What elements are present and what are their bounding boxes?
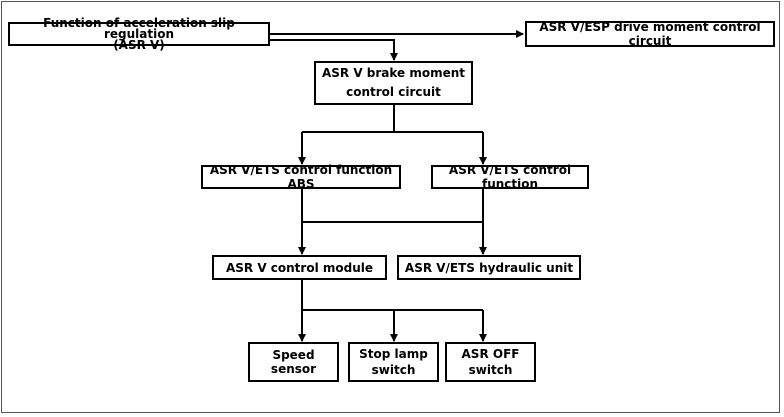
node-asr-off: ASR OFF switch bbox=[445, 342, 536, 382]
node-label: switch bbox=[468, 363, 513, 377]
node-label: (ASR V) bbox=[113, 37, 165, 52]
node-label: ASR V/ETS control function ABS bbox=[209, 163, 393, 191]
node-label: Function of acceleration slip regulation bbox=[43, 15, 235, 41]
node-function-asr: Function of acceleration slip regulation… bbox=[8, 17, 270, 51]
node-brake-moment: ASR V brake moment control circuit bbox=[314, 61, 473, 105]
node-label: switch bbox=[371, 363, 416, 377]
node-control-module: ASR V control module bbox=[212, 255, 387, 280]
node-label: ASR V/ESP drive moment control circuit bbox=[539, 20, 761, 48]
node-label: ASR V/ETS control function bbox=[448, 163, 572, 191]
node-ets-abs: ASR V/ETS control function ABS bbox=[201, 163, 401, 191]
node-label: ASR V brake moment bbox=[321, 66, 466, 80]
node-label: Speed sensor bbox=[270, 348, 317, 376]
node-ets-control: ASR V/ETS control function bbox=[431, 163, 589, 191]
node-hydraulic-unit: ASR V/ETS hydraulic unit bbox=[397, 255, 581, 280]
node-stop-lamp: Stop lamp switch bbox=[348, 342, 439, 382]
arrow-function-to-brake-moment bbox=[270, 39, 398, 61]
node-speed-sensor: Speed sensor bbox=[248, 342, 339, 382]
node-label: ASR V/ETS hydraulic unit bbox=[404, 260, 574, 275]
node-label: ASR OFF bbox=[461, 347, 520, 361]
node-label: control circuit bbox=[346, 85, 441, 99]
node-label: ASR V control module bbox=[225, 260, 374, 275]
node-drive-moment: ASR V/ESP drive moment control circuit bbox=[525, 20, 775, 48]
node-label: Stop lamp bbox=[359, 347, 428, 361]
